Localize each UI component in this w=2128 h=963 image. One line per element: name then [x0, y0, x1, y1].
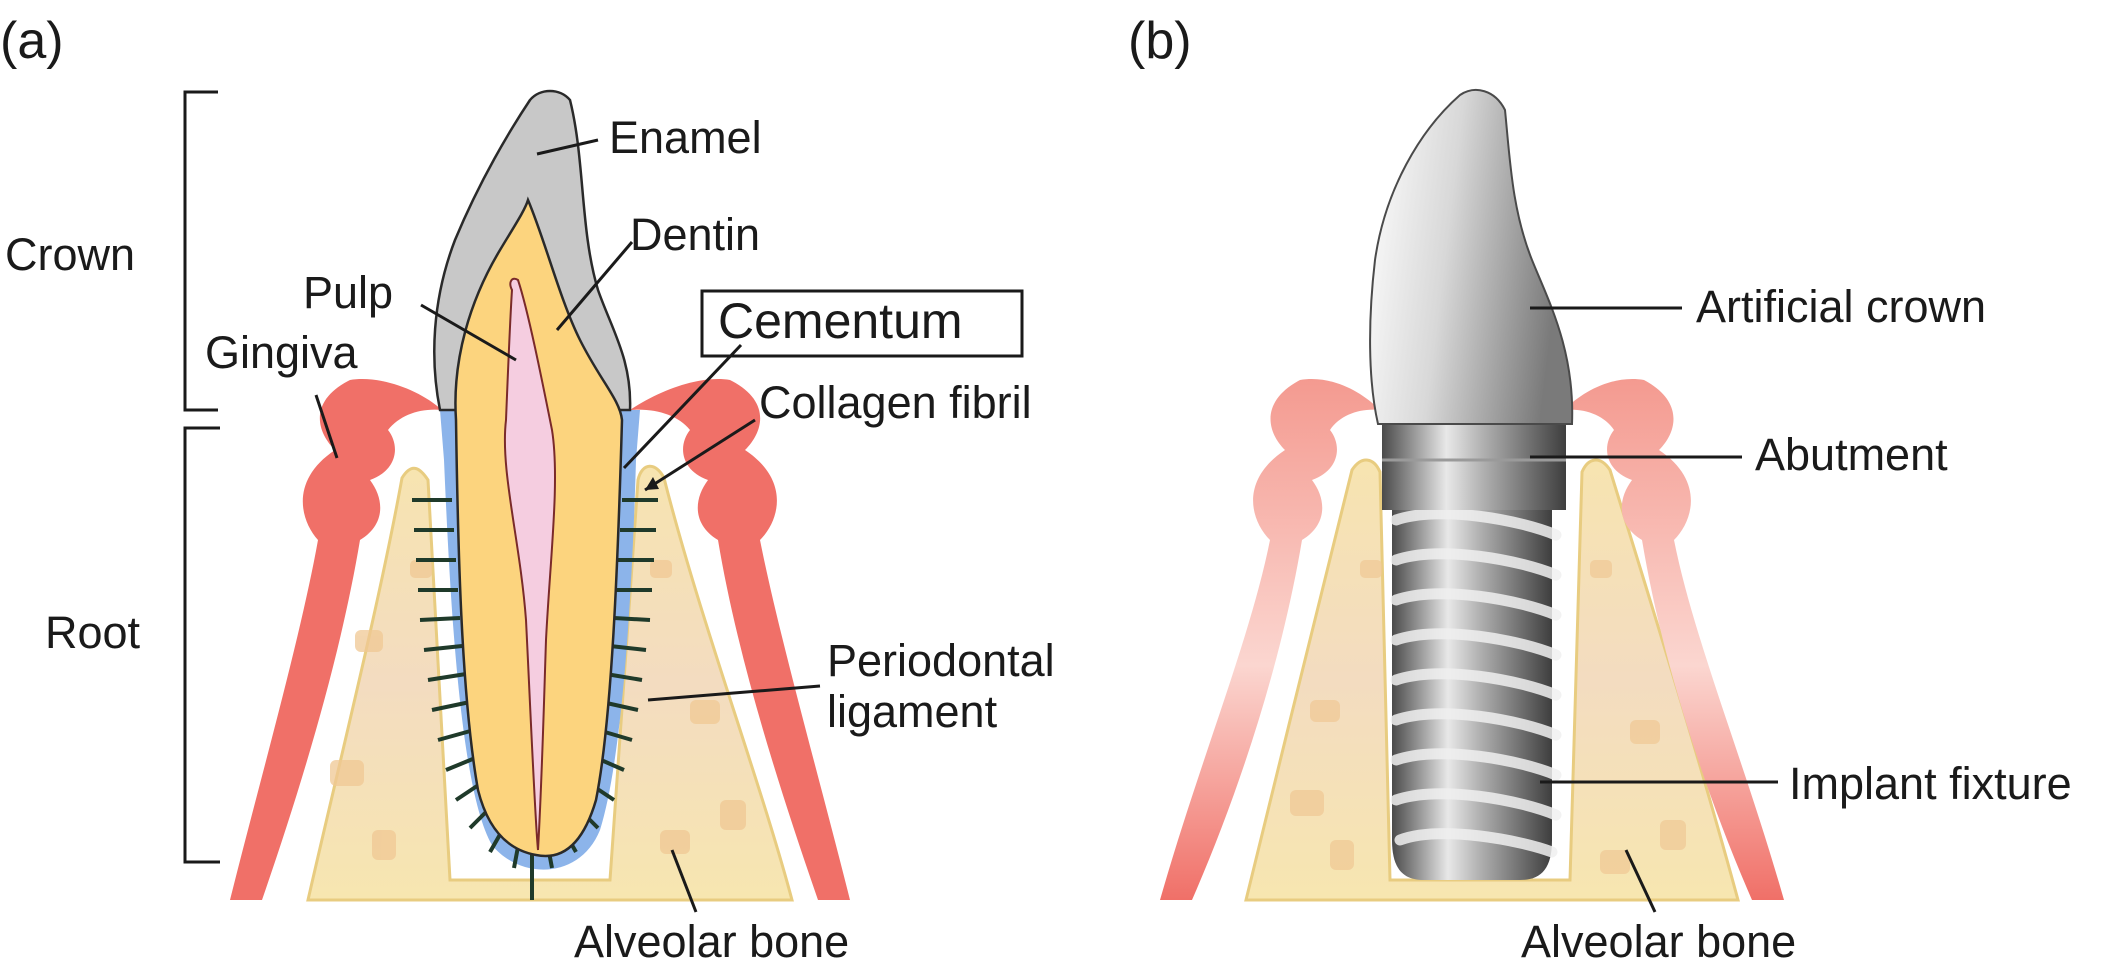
pulp-label: Pulp: [303, 267, 393, 318]
bone-spots-a: [330, 560, 746, 860]
gingiva-left-a: [230, 379, 442, 901]
dentin-label: Dentin: [630, 209, 760, 260]
crown-label: Crown: [5, 229, 135, 280]
artificial-crown: [1369, 89, 1574, 425]
gingiva-right-a: [630, 379, 850, 901]
abutment-label: Abutment: [1755, 429, 1948, 480]
leader-lines-b: [1530, 306, 1778, 913]
cementum-label-box: [700, 289, 1024, 358]
alveolar-bone-label-a: Alveolar bone: [574, 916, 849, 963]
gingiva-left-b: [1160, 379, 1380, 901]
gingiva-label: Gingiva: [205, 327, 359, 378]
collagen-fibril-label: Collagen fibril: [759, 377, 1032, 428]
leader-lines-a: [314, 138, 821, 913]
panel-a-label: (a): [0, 12, 64, 70]
alveolar-bone-label-b: Alveolar bone: [1521, 916, 1796, 963]
crown-bracket: [183, 90, 218, 412]
gingiva-right-b: [1564, 379, 1784, 901]
implant-threads: [1390, 508, 1562, 858]
panel-a: (a): [0, 12, 1055, 963]
artificial-crown-label: Artificial crown: [1696, 281, 1986, 332]
root-bracket: [183, 426, 220, 864]
implant-fixture-label: Implant fixture: [1789, 758, 2072, 809]
bone-spots-b: [1290, 560, 1686, 874]
periodontal-label-line2: ligament: [827, 686, 998, 737]
abutment: [1382, 420, 1566, 510]
pulp: [503, 277, 557, 851]
panel-b: (b): [1128, 12, 2072, 963]
panel-b-label: (b): [1128, 12, 1192, 70]
cementum-label: Cementum: [718, 293, 963, 349]
periodontal-label-line1: Periodontal: [827, 635, 1055, 686]
enamel-label: Enamel: [609, 112, 762, 163]
root-label: Root: [45, 607, 141, 658]
